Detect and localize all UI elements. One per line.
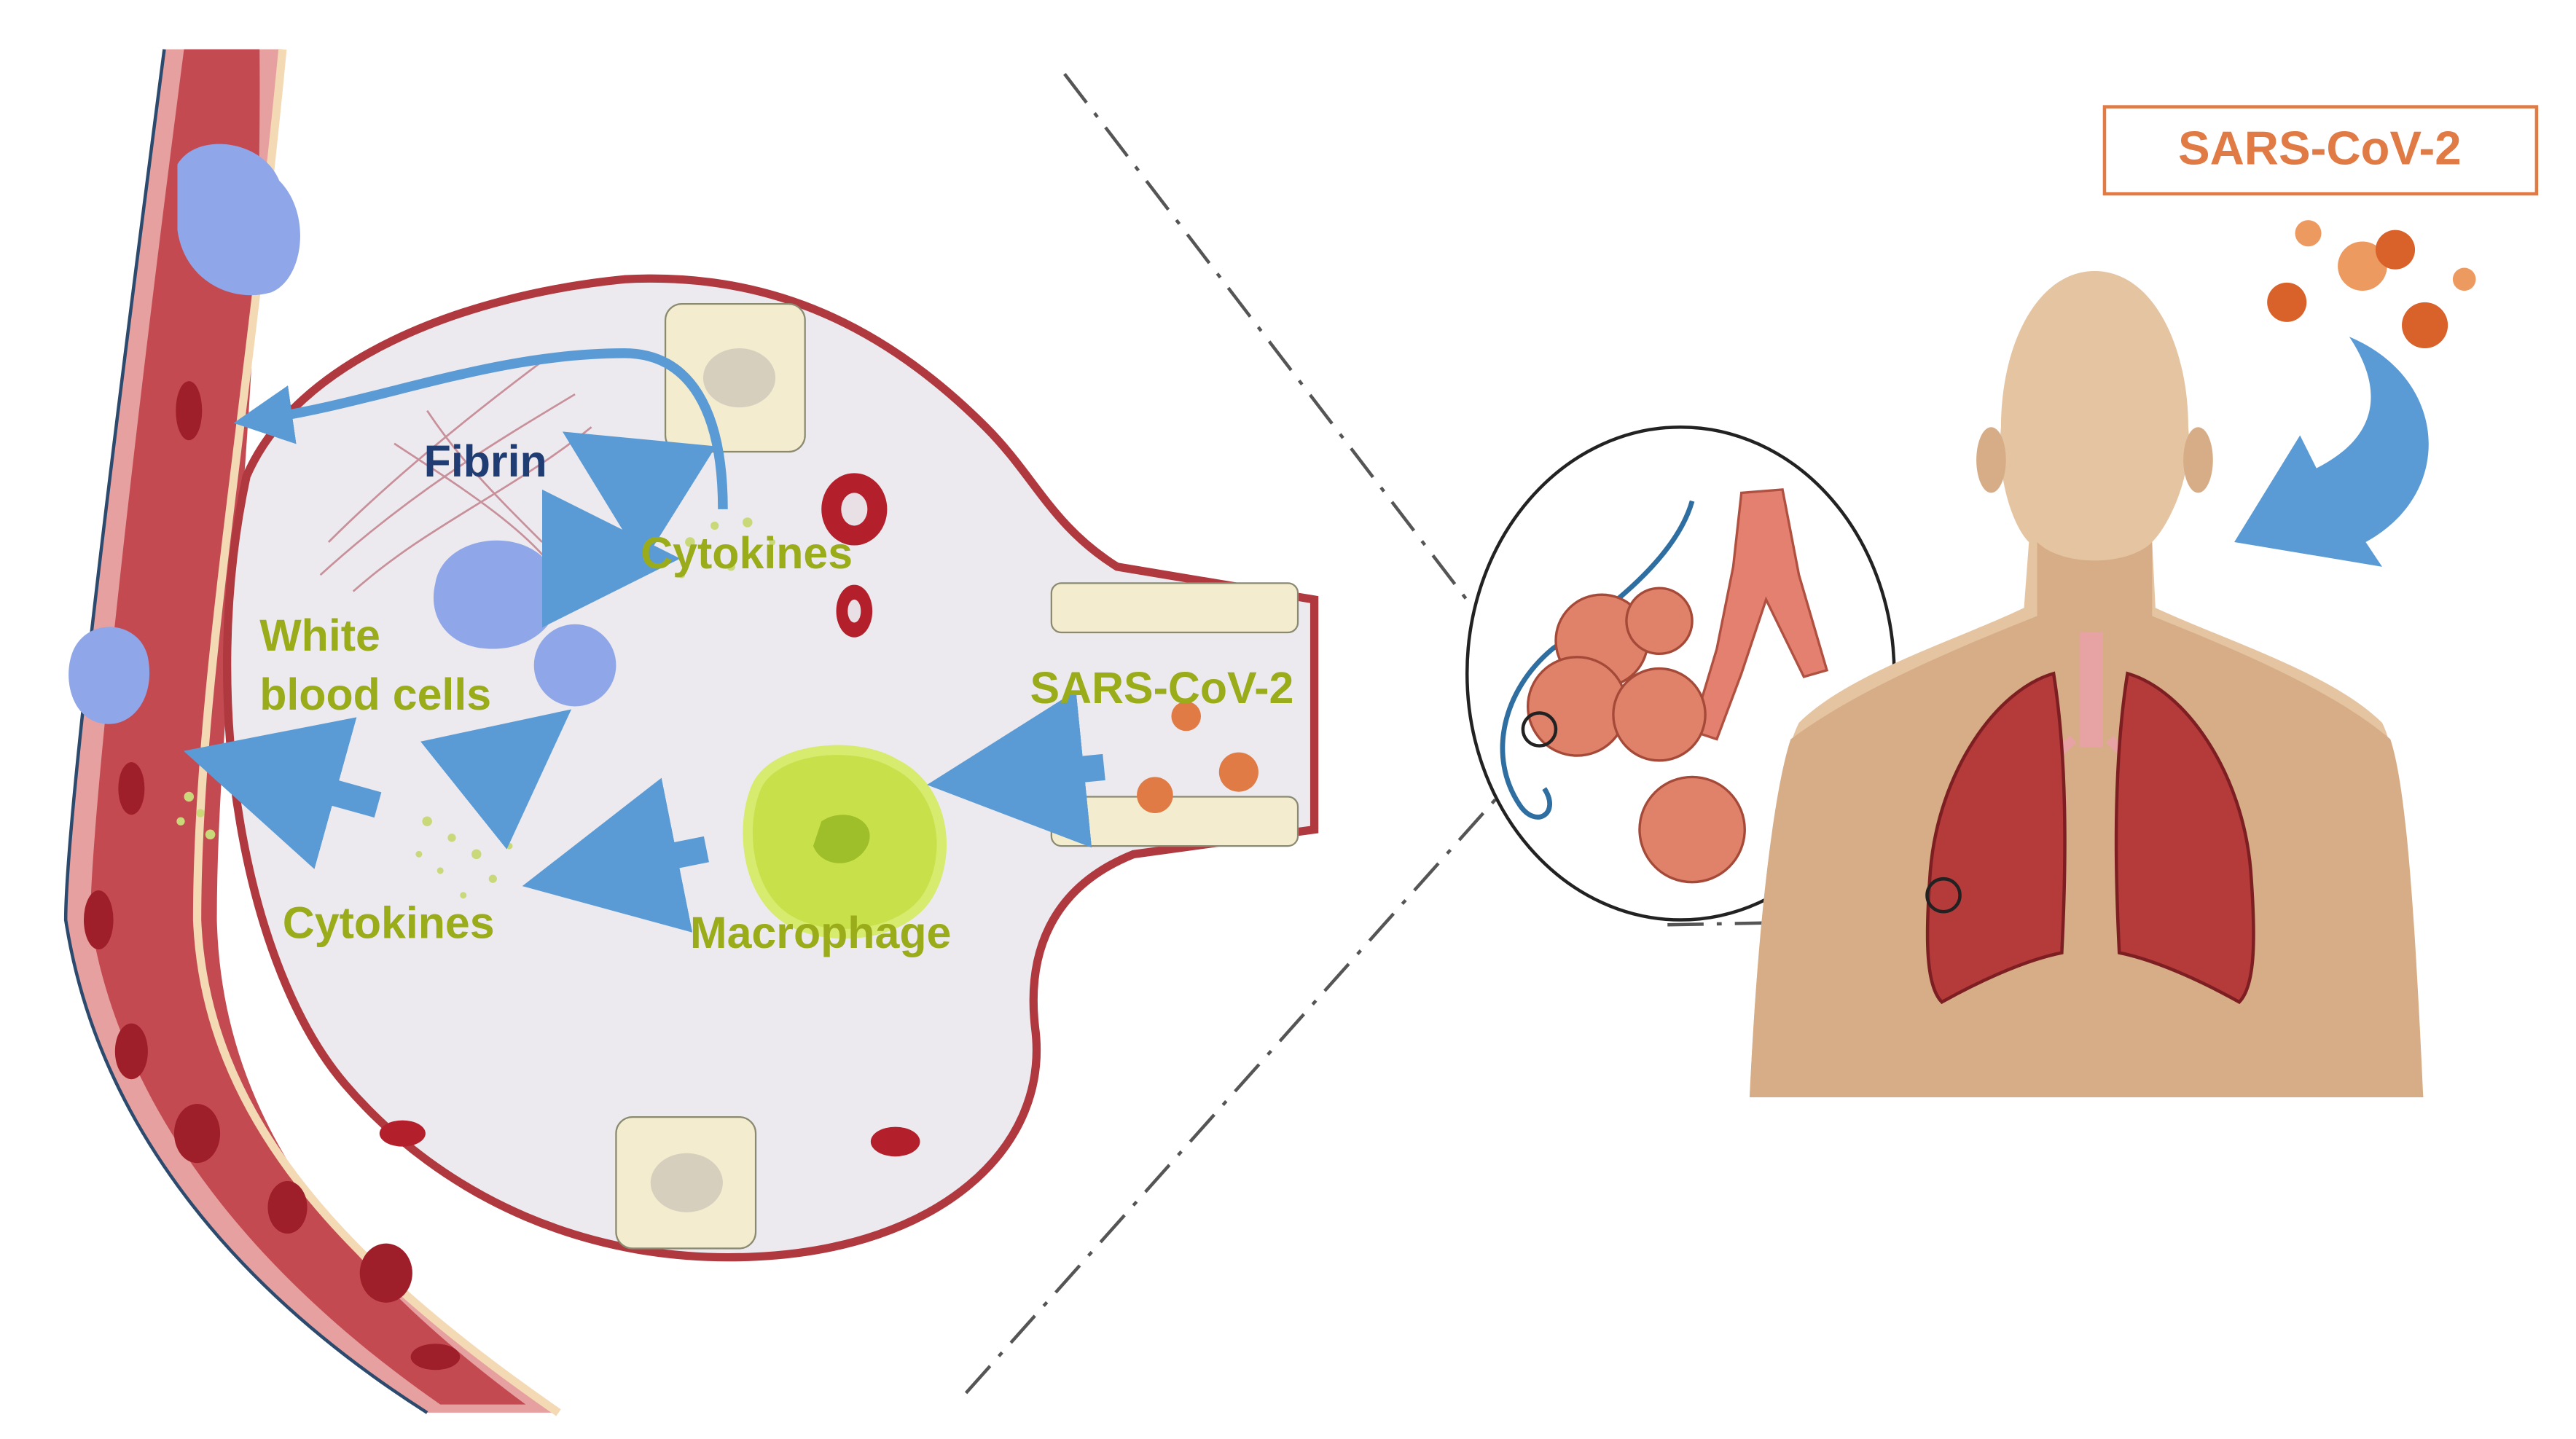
- arrow-cytokines-to-vessel-low: [183, 717, 382, 869]
- inhalation-arrow: [2234, 337, 2429, 567]
- vessel-red-blood-cells: [83, 381, 461, 1371]
- macrophage-cell: [743, 745, 947, 939]
- label-white-blood-cells-line1: White: [259, 611, 380, 660]
- airway-virus-particles: [1137, 701, 1258, 814]
- type-ii-cell-top: [664, 302, 806, 453]
- vessel-white-blood-cells: [68, 144, 300, 724]
- label-macrophage: Macrophage: [690, 908, 951, 957]
- label-cytokines-bottom: Cytokines: [283, 898, 495, 947]
- alveolus-white-blood-cells: [433, 540, 616, 707]
- arrow-virus-to-macrophage: [927, 690, 1105, 848]
- inhaled-virus-particles: [2267, 220, 2476, 348]
- lung-focus-circle: [1925, 877, 1962, 914]
- arrow-cytokines-to-wbc: [420, 709, 572, 850]
- sars-box-border: [2102, 105, 2539, 196]
- arrow-macrophage-to-cytokines: [522, 777, 709, 933]
- arrow-cytokines-to-vessel: [233, 348, 728, 509]
- type-ii-cell-bottom: [615, 1115, 757, 1250]
- lungs: [1925, 632, 2255, 1005]
- label-fibrin: Fibrin: [424, 436, 547, 486]
- airway-epithelium: [1050, 582, 1299, 847]
- alveolus-red-blood-cells: [379, 473, 920, 1157]
- flow-arrows: [183, 348, 1105, 933]
- label-cytokines-top: Cytokines: [641, 528, 853, 578]
- label-white-blood-cells-line2: blood cells: [259, 670, 491, 719]
- inset-focus-circle: [1521, 711, 1558, 748]
- alveolus: [223, 274, 1319, 1262]
- text-labels: Fibrin Cytokines White blood cells Cytok…: [259, 121, 2461, 957]
- label-sars-box: SARS-CoV-2: [2178, 121, 2462, 174]
- blood-vessel: [63, 49, 561, 1416]
- label-sars-airway: SARS-CoV-2: [1030, 663, 1294, 713]
